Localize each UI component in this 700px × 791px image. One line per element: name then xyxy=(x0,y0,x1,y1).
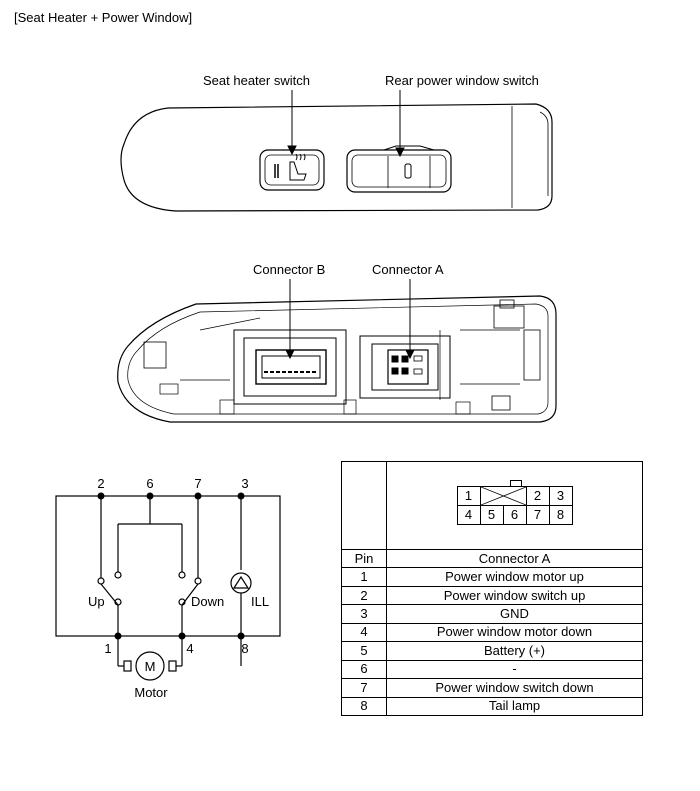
pin-7-label: 7 xyxy=(194,476,201,491)
up-label: Up xyxy=(88,594,105,609)
cavity-6: 6 xyxy=(502,505,527,525)
connector-pin-table: 1 2 3 4 5 6 7 8 xyxy=(341,461,643,716)
header-pin: Pin xyxy=(341,548,387,569)
pin-cell: 3 xyxy=(341,604,387,624)
pin-cell: 1 xyxy=(341,567,387,587)
down-label: Down xyxy=(191,594,224,609)
pin-cell: 2 xyxy=(341,585,387,606)
function-cell: Power window motor up xyxy=(386,567,643,587)
pin-cell: 4 xyxy=(341,622,387,643)
rear-power-window-switch-label: Rear power window switch xyxy=(385,73,539,88)
page-title: [Seat Heater + Power Window] xyxy=(14,10,193,25)
switch-panel-top-view xyxy=(120,103,553,212)
seat-heater-switch xyxy=(259,149,325,191)
function-cell: - xyxy=(386,659,643,680)
pin-cell: 6 xyxy=(341,659,387,680)
pin-8-label: 8 xyxy=(241,641,248,656)
connector-key xyxy=(509,480,522,486)
function-cell: Power window switch down xyxy=(386,678,643,698)
seat-heater-icon xyxy=(289,153,307,181)
connector-face-cell: 1 2 3 4 5 6 7 8 xyxy=(386,461,643,550)
pin-3-label: 3 xyxy=(241,476,248,491)
pin-2-label: 2 xyxy=(97,476,104,491)
connector-a-label: Connector A xyxy=(372,262,444,277)
cavity-8: 8 xyxy=(548,505,573,525)
pin-6-label: 6 xyxy=(146,476,153,491)
function-cell: Tail lamp xyxy=(386,696,643,716)
table-corner xyxy=(341,461,387,550)
schematic-nodes xyxy=(97,492,245,640)
motor-symbol xyxy=(123,651,177,681)
ill-label: ILL xyxy=(251,594,269,609)
function-cell: GND xyxy=(386,604,643,624)
connector-a xyxy=(359,335,451,399)
seat-heater-switch-label: Seat heater switch xyxy=(203,73,310,88)
rear-power-window-switch xyxy=(346,145,452,193)
motor-symbol-label: M xyxy=(145,659,156,674)
cavity-2: 2 xyxy=(525,486,550,506)
cavity-blank xyxy=(479,486,527,506)
pin-cell: 7 xyxy=(341,678,387,698)
pin-4-label: 4 xyxy=(186,641,193,656)
header-connector: Connector A xyxy=(386,548,643,569)
function-cell: Power window switch up xyxy=(386,585,643,606)
pin-cell: 5 xyxy=(341,641,387,661)
table-header-row: Pin Connector A xyxy=(341,548,643,569)
cavity-4: 4 xyxy=(456,505,481,525)
callout-leaders-bottom xyxy=(285,279,415,360)
connector-b-label: Connector B xyxy=(253,262,326,277)
pin-1-label: 1 xyxy=(104,641,111,656)
switch-panel-rear-view xyxy=(117,295,557,423)
pin-cell: 8 xyxy=(341,696,387,716)
function-cell: Battery (+) xyxy=(386,641,643,661)
motor-label: Motor xyxy=(134,685,168,700)
cavity-1: 1 xyxy=(456,486,481,506)
function-cell: Power window motor down xyxy=(386,622,643,643)
callout-leaders-top xyxy=(287,90,405,158)
switch-schematic xyxy=(55,495,281,667)
connector-face: 1 2 3 4 5 6 7 8 xyxy=(456,486,573,525)
table-row: 6- xyxy=(341,659,643,680)
cavity-5: 5 xyxy=(479,505,504,525)
cavity-3: 3 xyxy=(548,486,573,506)
cavity-7: 7 xyxy=(525,505,550,525)
